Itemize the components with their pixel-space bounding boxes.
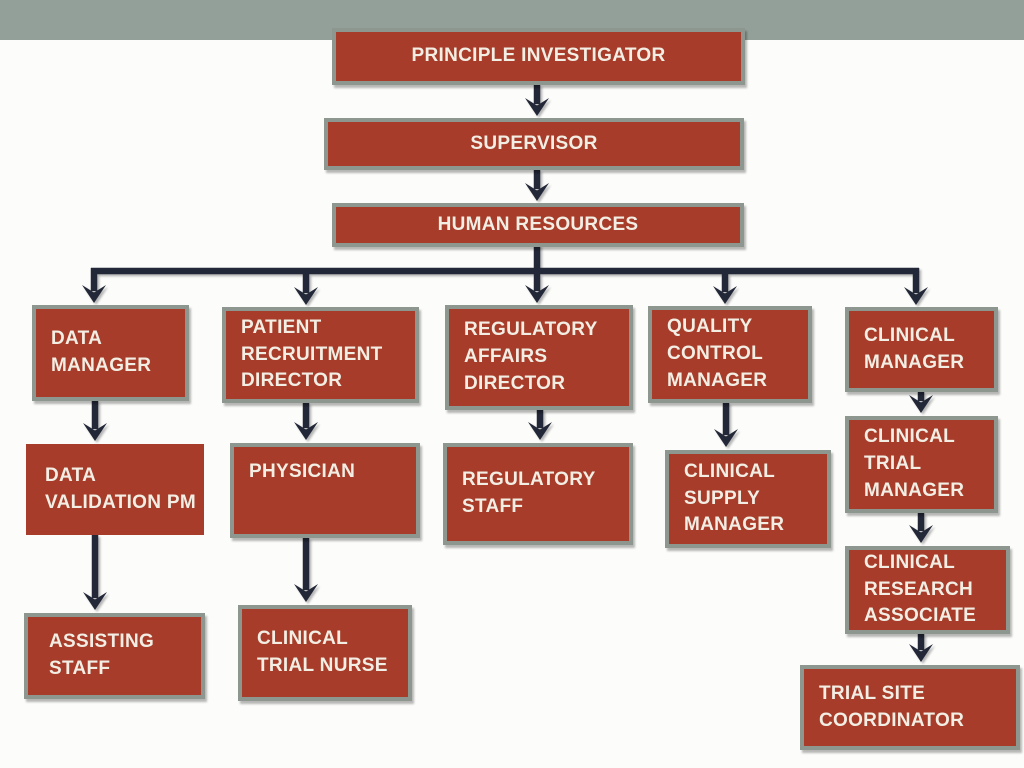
- node-clinical-trial-nurse: CLINICAL TRIAL NURSE: [238, 605, 412, 701]
- node-quality-control-manager: QUALITY CONTROL MANAGER: [648, 306, 812, 403]
- arrow-quality-control-manager-to-clinical-supply-manager: [714, 403, 738, 447]
- node-trial-site-coordinator: TRIAL SITE COORDINATOR: [800, 665, 1020, 750]
- arrow-data-manager-to-data-validation-pm: [83, 401, 107, 441]
- node-clinical-trial-manager: CLINICAL TRIAL MANAGER: [845, 416, 998, 513]
- node-regulatory-staff: REGULATORY STAFF: [443, 443, 633, 545]
- arrow-pi-to-supervisor: [525, 85, 549, 116]
- node-patient-recruitment-director: PATIENT RECRUITMENT DIRECTOR: [222, 307, 419, 403]
- arrow-physician-to-clinical-trial-nurse: [294, 538, 318, 602]
- node-regulatory-affairs-director: REGULATORY AFFAIRS DIRECTOR: [445, 305, 633, 410]
- node-clinical-manager: CLINICAL MANAGER: [845, 307, 998, 392]
- node-supervisor: SUPERVISOR: [324, 118, 744, 170]
- node-data-validation-pm: DATA VALIDATION PM: [26, 444, 204, 535]
- arrow-clinical-research-associate-to-trial-site-coordinator: [909, 634, 933, 662]
- arrow-data-validation-pm-to-assisting-staff: [83, 535, 107, 610]
- arrow-supervisor-to-hr: [525, 170, 549, 201]
- arrow-branch-to-regulatory-affairs-director: [525, 268, 549, 303]
- arrow-clinical-trial-manager-to-clinical-research-associate: [909, 513, 933, 543]
- arrow-branch-to-quality-control-manager: [713, 268, 737, 304]
- arrow-regulatory-affairs-director-to-regulatory-staff: [528, 410, 552, 440]
- node-clinical-supply-manager: CLINICAL SUPPLY MANAGER: [665, 450, 831, 548]
- node-assisting-staff: ASSISTING STAFF: [24, 613, 205, 699]
- node-principle-investigator: PRINCIPLE INVESTIGATOR: [332, 28, 745, 85]
- node-physician: PHYSICIAN: [230, 443, 420, 538]
- arrow-branch-to-data-manager: [82, 268, 106, 303]
- node-human-resources: HUMAN RESOURCES: [332, 203, 744, 247]
- node-clinical-research-associate: CLINICAL RESEARCH ASSOCIATE: [845, 546, 1010, 634]
- arrow-branch-to-patient-recruitment-director: [294, 268, 318, 305]
- arrow-clinical-manager-to-clinical-trial-manager: [909, 392, 933, 413]
- node-data-manager: DATA MANAGER: [32, 305, 189, 401]
- arrow-patient-recruitment-director-to-physician: [294, 403, 318, 440]
- arrow-branch-to-clinical-manager: [904, 268, 928, 305]
